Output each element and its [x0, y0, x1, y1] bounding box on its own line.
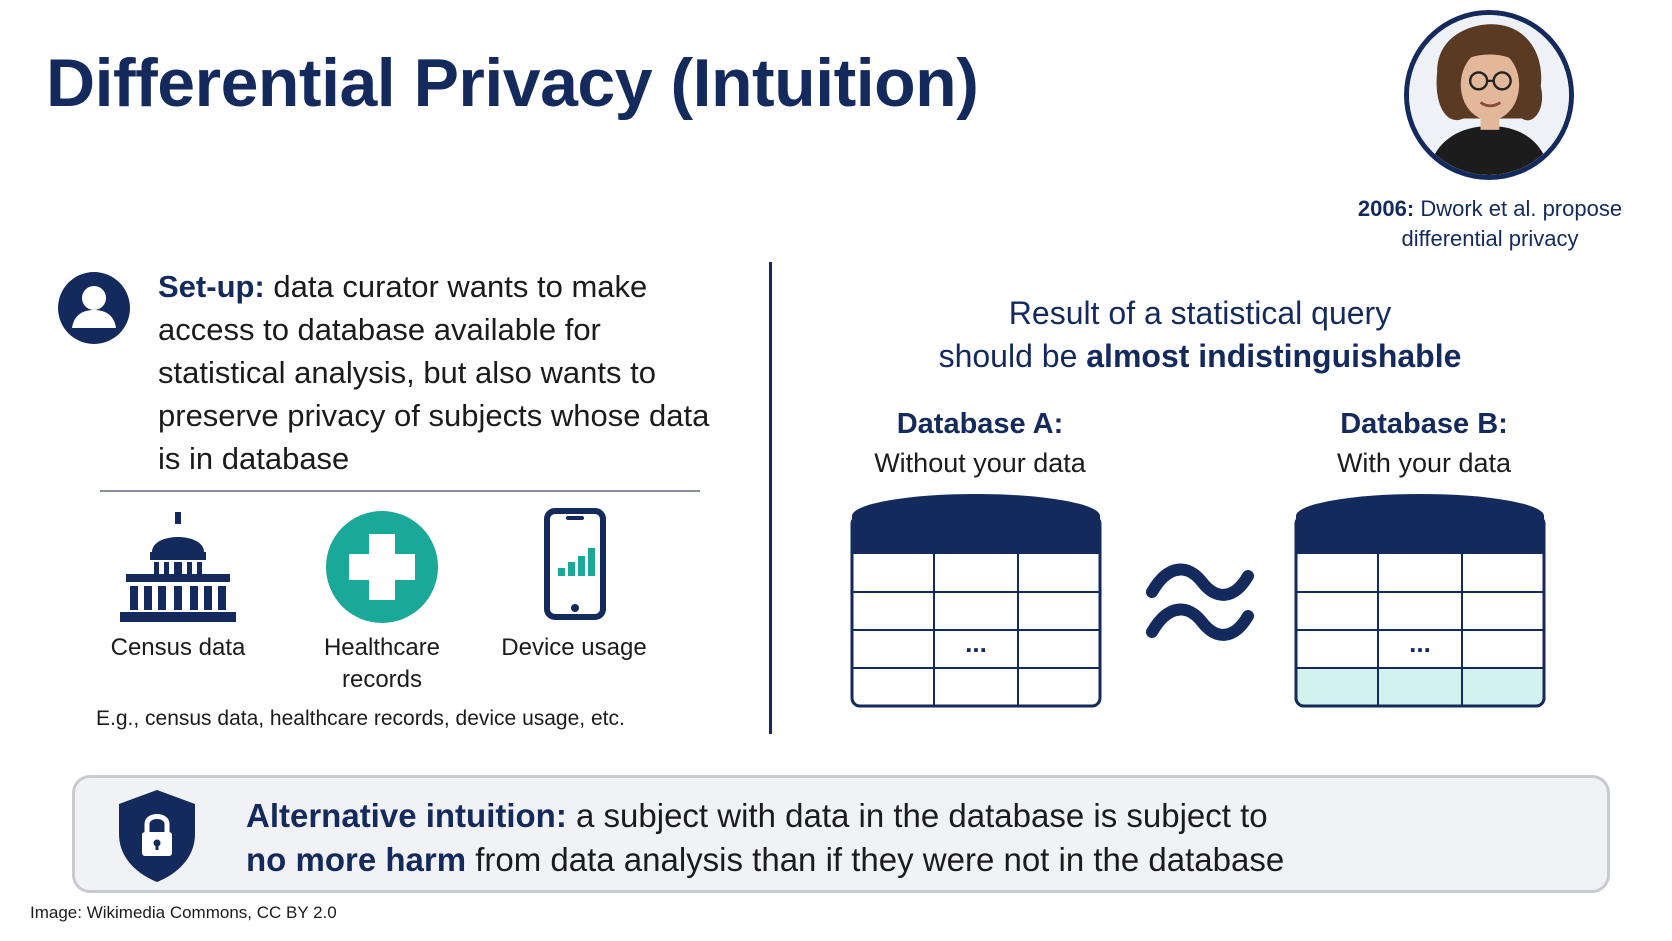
result-statement: Result of a statistical query should be …: [880, 292, 1520, 378]
slide-title: Differential Privacy (Intuition): [46, 45, 979, 121]
setup-text: Set-up: data curator wants to make acces…: [158, 265, 718, 480]
lock-shield-icon: [119, 790, 195, 882]
database-b-title: Database B:: [1340, 408, 1508, 440]
alternative-line2: from data analysis than if they were not…: [466, 841, 1285, 878]
category-label-healthcare: Healthcare records: [323, 634, 441, 693]
alternative-harm: no more harm: [246, 841, 467, 878]
database-a-title: Database A:: [896, 408, 1064, 440]
category-label-census: Census data: [110, 634, 246, 661]
image-credit: Image: Wikimedia Commons, CC BY 2.0: [30, 903, 337, 922]
examples-text: E.g., census data, healthcare records, d…: [96, 707, 625, 730]
result-line1: Result of a statistical query: [1008, 295, 1392, 331]
alternative-lead: Alternative intuition:: [246, 797, 567, 834]
section-divider: [100, 490, 700, 492]
database-b-ellipsis: ...: [1409, 628, 1431, 658]
portrait-caption: 2006: Dwork et al. propose differential …: [1330, 194, 1650, 254]
caption-line1: Dwork et al. propose: [1414, 196, 1623, 221]
alternative-intuition-text: Alternative intuition: a subject with da…: [246, 794, 1546, 882]
setup-body: data curator wants to make access to dat…: [158, 269, 710, 476]
database-a-graphic: ...: [850, 494, 1102, 708]
database-a-subtitle: Without your data: [874, 448, 1086, 478]
medical-cross-icon: [326, 511, 438, 623]
category-label-device: Device usage: [501, 634, 647, 661]
database-b-graphic: ...: [1294, 494, 1546, 708]
setup-lead: Set-up:: [158, 269, 265, 304]
portrait-illustration: [1409, 15, 1569, 175]
caption-year: 2006:: [1357, 196, 1415, 221]
capitol-building-icon: [120, 512, 236, 622]
result-line2-bold: almost indistinguishable: [1086, 338, 1462, 374]
database-a-ellipsis: ...: [965, 628, 987, 658]
alternative-intuition-box: [72, 775, 1610, 893]
column-divider: [769, 262, 772, 734]
result-line2-plain: should be: [938, 338, 1087, 374]
smartphone-chart-icon: [544, 508, 606, 620]
alternative-line1: a subject with data in the database is s…: [566, 797, 1268, 834]
user-icon: [58, 272, 130, 344]
portrait-photo: [1404, 10, 1574, 180]
approximately-equal-icon: [1146, 563, 1254, 641]
database-b-subtitle: With your data: [1336, 448, 1512, 478]
caption-line2: differential privacy: [1401, 226, 1579, 251]
